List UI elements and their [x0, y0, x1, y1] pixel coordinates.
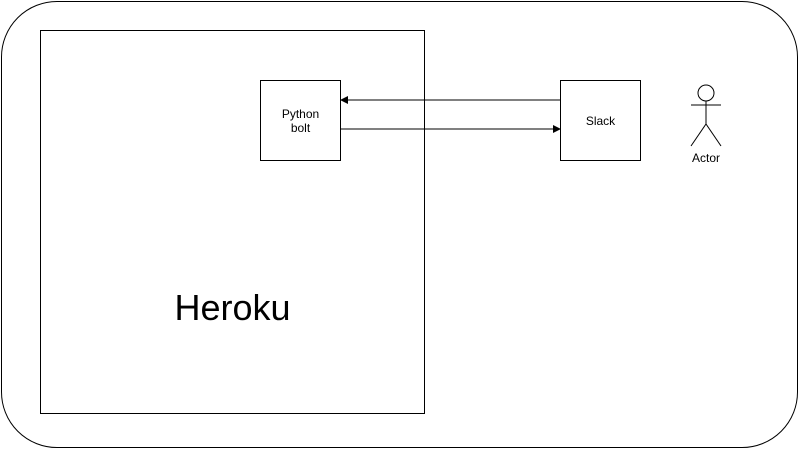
- heroku-container[interactable]: [40, 30, 425, 414]
- python-bolt-node[interactable]: Python bolt: [260, 80, 341, 161]
- python-bolt-label: Python bolt: [281, 106, 320, 135]
- actor-label: Actor: [691, 151, 720, 165]
- slack-node[interactable]: Slack: [560, 80, 641, 161]
- heroku-container-label: Heroku: [174, 287, 291, 328]
- slack-label: Slack: [585, 113, 616, 128]
